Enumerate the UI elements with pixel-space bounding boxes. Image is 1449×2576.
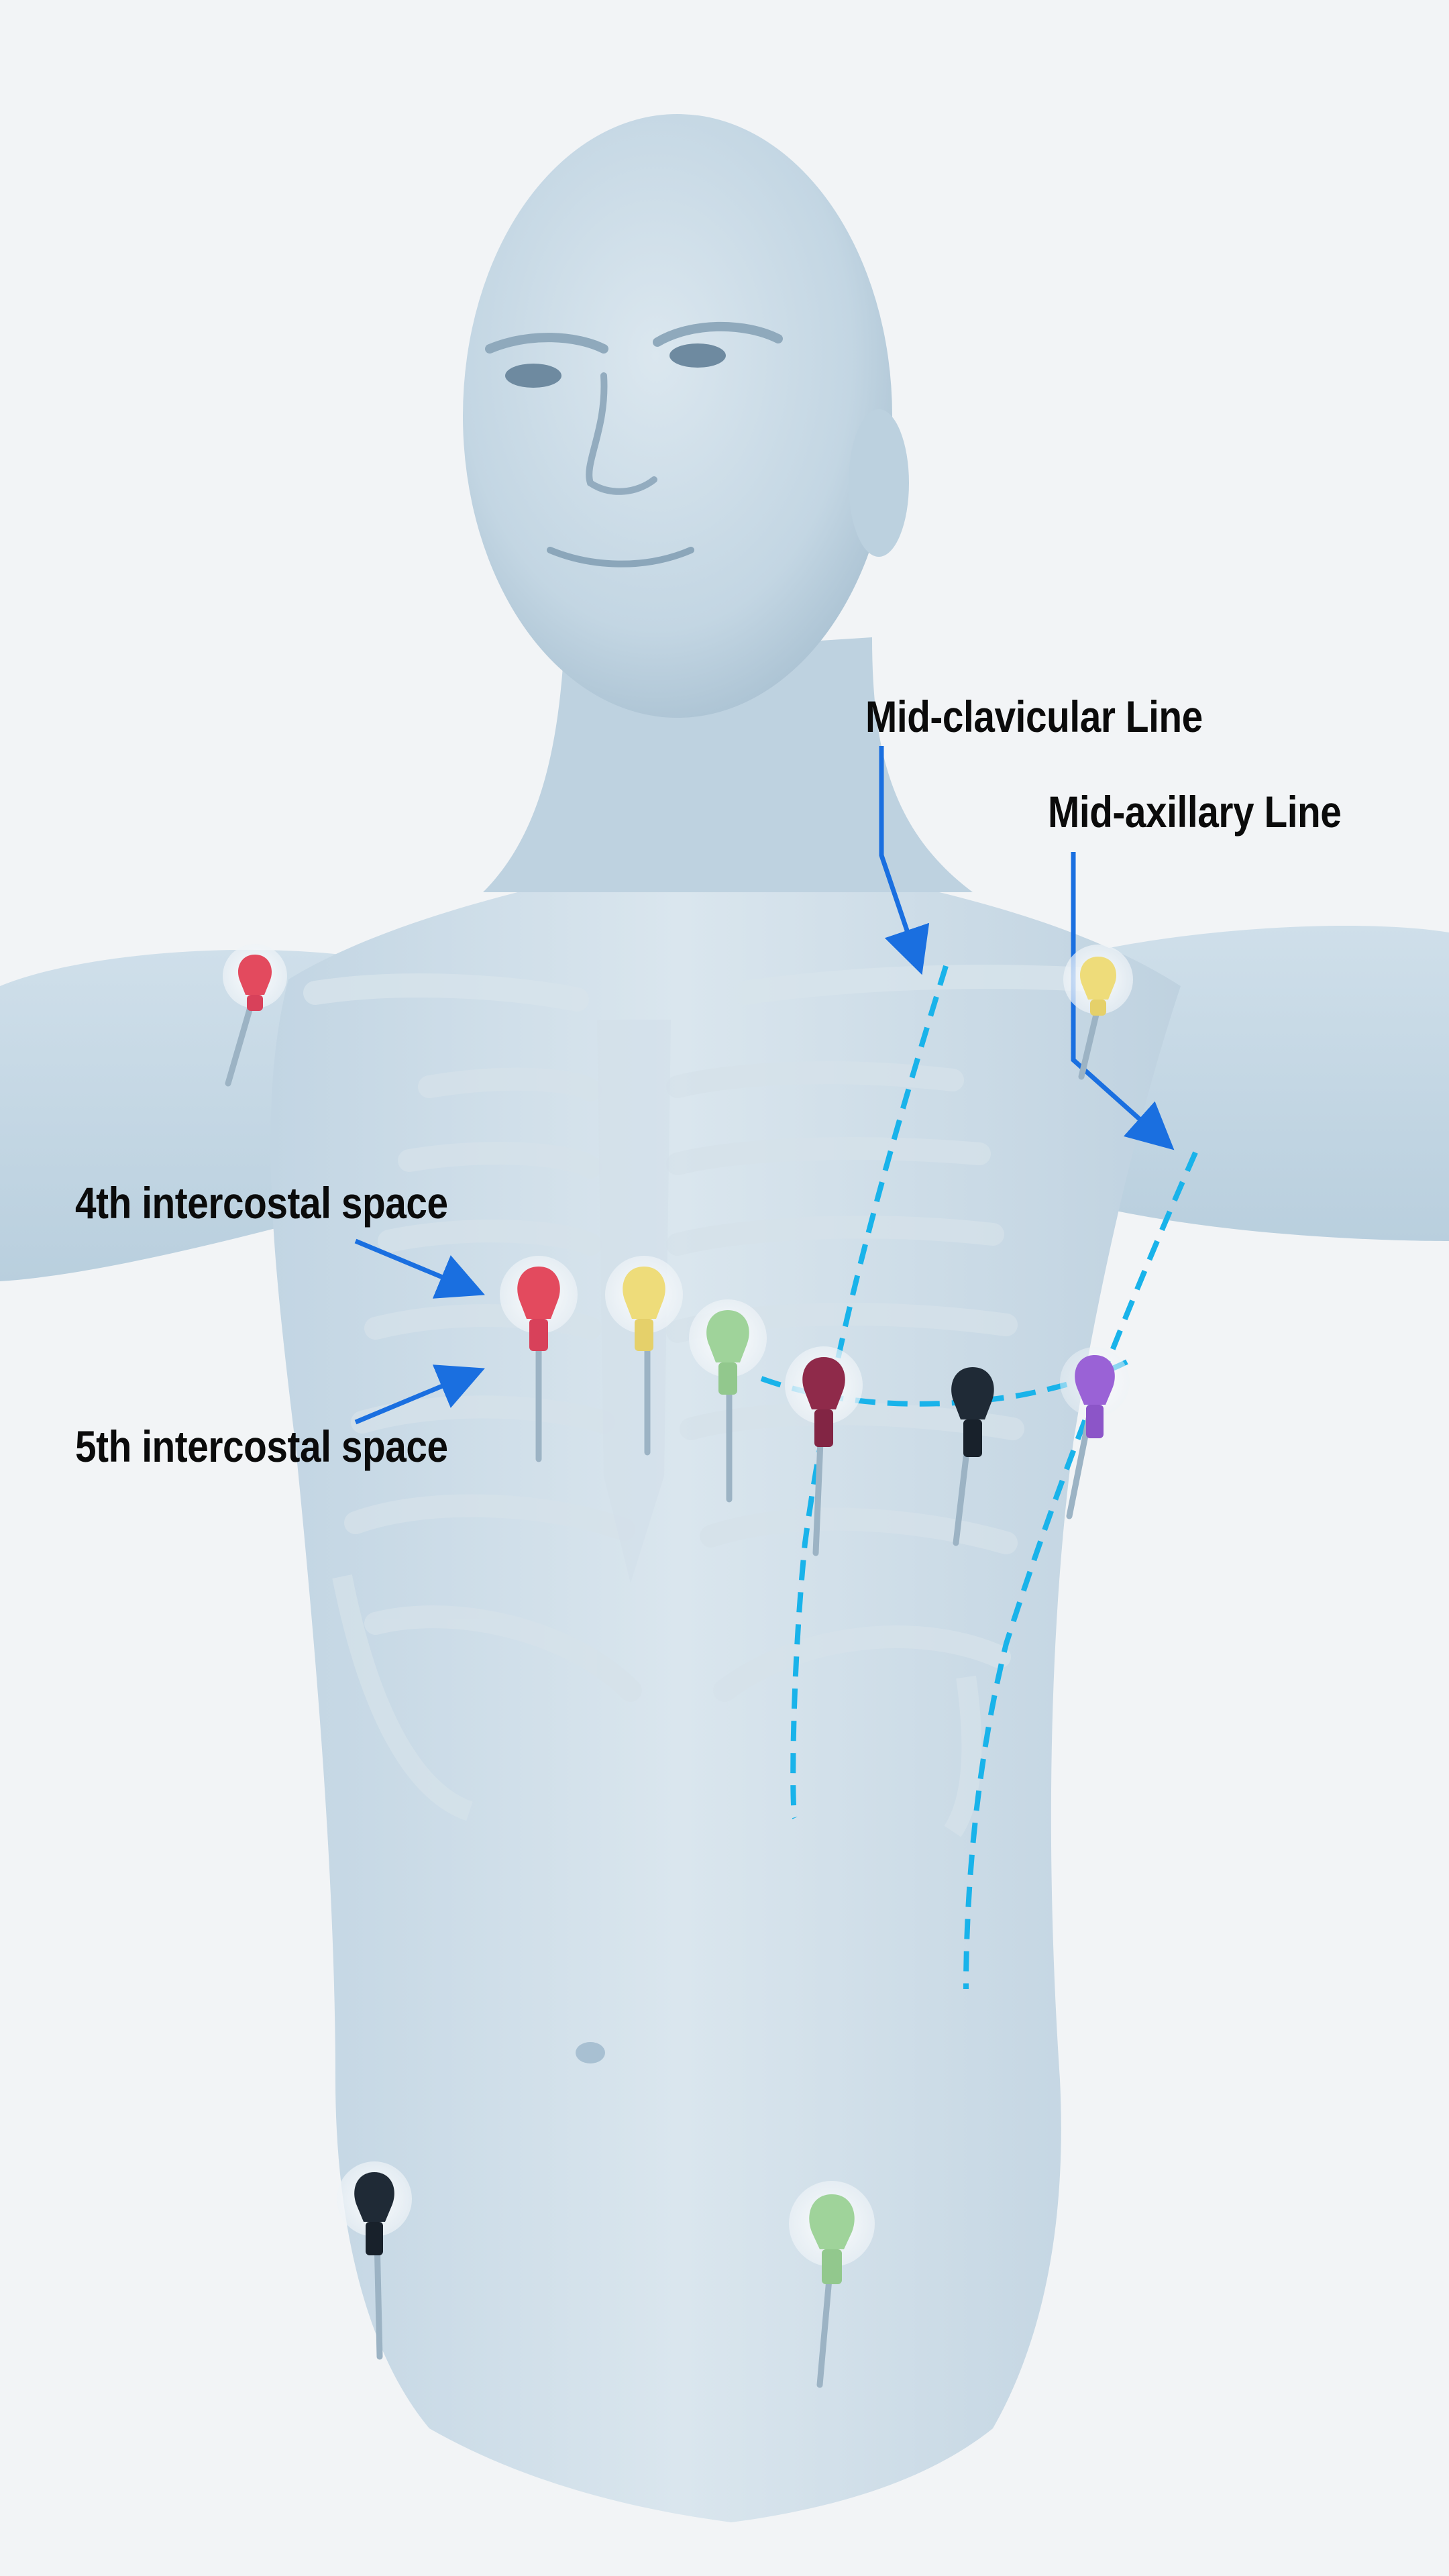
eyebrow-left	[653, 321, 783, 347]
eye-left	[669, 343, 726, 368]
arrow-4th-ics	[354, 1238, 485, 1299]
ear	[849, 409, 909, 557]
label-5th-intercostal-space: 5th intercostal space	[75, 1421, 448, 1471]
electrode-v6	[1060, 1347, 1130, 1519]
clavicle-right	[303, 973, 589, 1012]
electrode-v2	[605, 1256, 683, 1456]
label-mid-axillary-line: Mid-axillary Line	[1048, 787, 1342, 837]
electrode-left-arm	[1063, 945, 1133, 1080]
left-arm	[1087, 926, 1449, 1241]
eyebrow-right	[485, 333, 608, 354]
label-mid-clavicular-line: Mid-clavicular Line	[865, 692, 1203, 741]
arrow-mid-axillary	[1071, 852, 1175, 1150]
electrode-v3	[689, 1299, 767, 1503]
electrode-right-leg	[337, 2161, 412, 2360]
arrow-mid-clavicular	[879, 746, 930, 975]
mid-axillary-line	[963, 1151, 1198, 1990]
head	[463, 114, 892, 718]
nose	[586, 372, 657, 495]
clavicle-left	[733, 965, 1099, 1005]
electrode-left-leg	[789, 2181, 875, 2388]
electrode-v4	[785, 1346, 863, 1556]
label-4th-intercostal-space: 4th intercostal space	[75, 1178, 448, 1228]
neck	[483, 637, 973, 892]
electrode-v1	[500, 1256, 578, 1462]
mouth	[547, 547, 694, 568]
mid-clavicular-line	[790, 965, 949, 1819]
arrow-5th-ics	[354, 1364, 485, 1425]
costal-margin	[332, 1574, 982, 1837]
navel	[576, 2042, 605, 2063]
electrode-v5	[951, 1367, 994, 1546]
eye-right	[505, 364, 561, 388]
electrode-right-arm	[223, 944, 287, 1087]
rib-cage	[344, 1061, 1024, 1702]
